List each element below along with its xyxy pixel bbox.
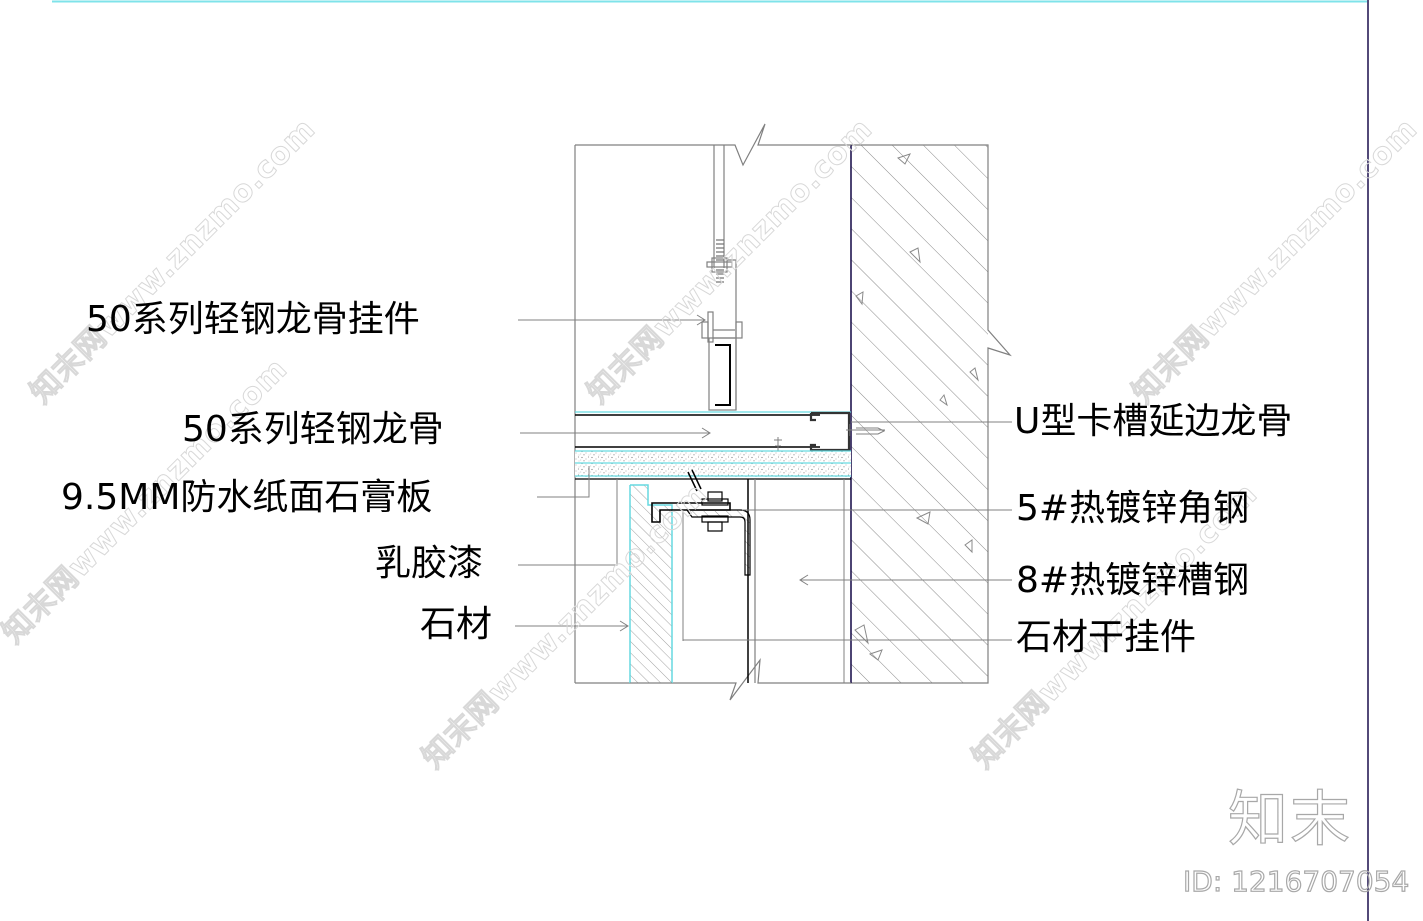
- angle-steel: [651, 491, 751, 576]
- brand-id: ID: 1216707054: [1182, 865, 1410, 898]
- concrete-wall: [850, 144, 1012, 684]
- channel-steel: [682, 479, 845, 683]
- brand-logo: 知末: [1227, 785, 1352, 855]
- label-dry-hanger: 石材干挂件: [1016, 617, 1197, 658]
- label-stone: 石材: [420, 604, 493, 645]
- label-keel-hanger: 50系列轻钢龙骨挂件: [86, 299, 420, 340]
- label-angle-steel: 5#热镀锌角钢: [1016, 488, 1250, 529]
- label-u-channel-keel: U型卡槽延边龙骨: [1014, 401, 1293, 442]
- label-light-steel-keel: 50系列轻钢龙骨: [182, 409, 444, 450]
- label-gypsum-board: 9.5MM防水纸面石膏板: [61, 477, 433, 518]
- stone-panel: [629, 484, 673, 684]
- ceiling-cavity: [574, 123, 851, 701]
- gypsum-board: [575, 450, 851, 492]
- label-channel-steel: 8#热镀锌槽钢: [1016, 560, 1250, 601]
- keel-hanger: [701, 145, 743, 411]
- leader-lines: [515, 314, 1012, 641]
- label-latex-paint: 乳胶漆: [375, 543, 484, 584]
